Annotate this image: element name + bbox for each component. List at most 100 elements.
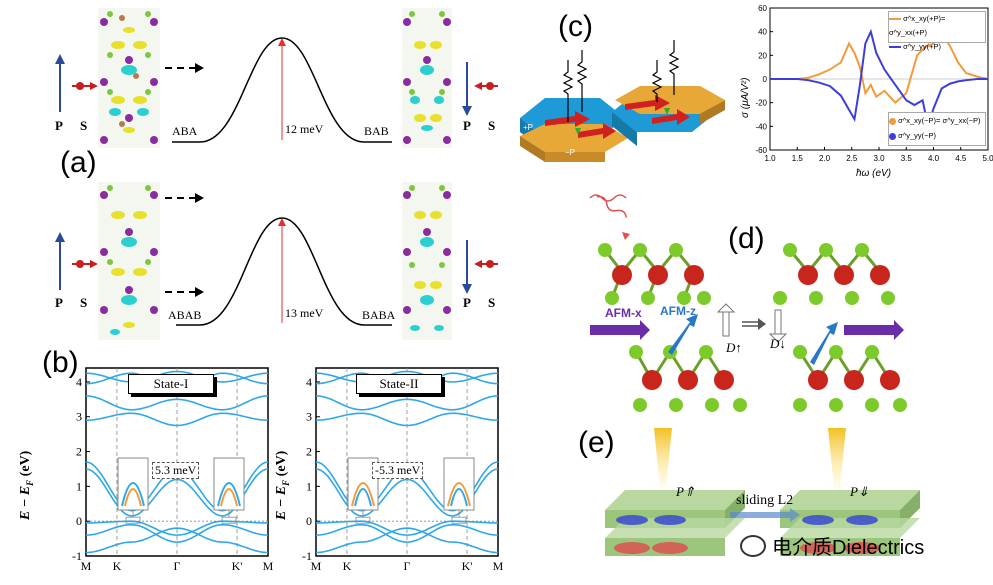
band-line (315, 395, 499, 411)
d-up-label: D↑ (726, 340, 742, 355)
y-tick-label: -40 (755, 122, 767, 131)
inset-band-lower (220, 488, 238, 507)
gap-label-state-1: 5.3 meV (152, 462, 200, 479)
S-label-top-left: S (80, 118, 88, 133)
S-label-bottom-left: S (80, 295, 88, 310)
stack-label-baba: BABA (362, 308, 396, 322)
y-tick-label: -20 (755, 99, 767, 108)
band-ytick-label: 3 (76, 410, 82, 424)
band-ytick-label: 3 (306, 410, 312, 424)
electron-flow-afm-x (590, 320, 904, 340)
inset-zoom-box (355, 516, 371, 524)
y-tick-label: 0 (763, 75, 768, 84)
x-tick-label: 2.0 (819, 154, 831, 163)
afm-z-label: AFM-z (660, 304, 696, 318)
stack-label-abab: ABAB (168, 308, 202, 322)
panel-c-label: (c) (558, 10, 593, 43)
band-xtick-label: K' (462, 559, 473, 573)
inset-band-lower (450, 488, 468, 507)
band-line (85, 523, 269, 543)
P-label-top-left: P (55, 118, 63, 133)
P-label-bottom-left: P (55, 295, 63, 310)
gap-label-state-2: -5.3 meV (372, 462, 424, 479)
inset-band-lower (354, 488, 372, 507)
y-tick-label: 20 (758, 51, 767, 60)
band-ytick-label: 2 (306, 445, 312, 459)
band-xtick-label: K (343, 559, 352, 573)
S-label-bottom-right: S (488, 295, 496, 310)
band-line (316, 520, 498, 536)
band-ytick-label: 0 (306, 514, 312, 528)
x-tick-label: 2.5 (846, 154, 858, 163)
legend-item-blue-plus: σ^y_yy(+P) (889, 40, 985, 54)
band-line (85, 370, 269, 383)
band-xtick-label: M (81, 559, 92, 573)
crystal-structure-bottom-left (98, 182, 160, 340)
x-tick-label: 1.5 (792, 154, 804, 163)
band-ytick-label: 0 (76, 514, 82, 528)
band-title-state-2: State-II (356, 374, 442, 394)
band-line (85, 527, 269, 554)
crystal-structure-top-right (402, 8, 452, 148)
stack-label-bab: BAB (364, 124, 389, 138)
series-line-0 (770, 32, 989, 105)
band-xtick-label: M (311, 559, 322, 573)
barrier-label-13mev: 13 meV (285, 306, 324, 320)
inset-band-upper (447, 482, 471, 507)
crystal-structure-bottom-right (402, 182, 452, 340)
panel-b-label: (b) (42, 346, 79, 379)
band-xtick-label: K' (232, 559, 243, 573)
band-line (315, 523, 499, 543)
band-ytick-label: -1 (72, 549, 82, 563)
minus-p-label-2: −P (716, 112, 727, 121)
stack-label-aba: ABA (172, 124, 198, 138)
plus-p-label-1: +P (523, 123, 534, 132)
polarization-arrows (55, 54, 498, 294)
band-xtick-label: M (493, 559, 504, 573)
inset-zoom-box (451, 516, 467, 524)
dashed-arrows (165, 67, 195, 293)
inset-band-upper (217, 482, 241, 507)
band-title-state-1: State-I (128, 374, 214, 394)
band-xtick-label: K (113, 559, 122, 573)
P-label-top-right: P (463, 118, 471, 133)
legend-bottom: σ^x_xy(−P)= σ^y_xx(−P) σ^y_yy(−P) (888, 112, 986, 146)
x-tick-label: 1.0 (764, 154, 776, 163)
inset-band-lower (124, 488, 142, 507)
y-tick-label: -60 (755, 146, 767, 155)
band-ytick-label: -1 (302, 549, 312, 563)
legend-item-orange-minus: σ^x_xy(−P)= σ^y_xx(−P) (889, 113, 985, 128)
x-tick-label: 4.0 (928, 154, 940, 163)
band-ytick-label: 1 (76, 479, 82, 493)
watermark: 电介质Dielectrics (740, 531, 924, 560)
x-tick-label: 3.0 (873, 154, 885, 163)
barrier-label-12mev: 12 meV (285, 122, 324, 136)
legend-item-orange-plus: σ^x_xy(+P)= σ^y_xx(+P) (889, 14, 946, 37)
band-xtick-label: Γ (404, 559, 411, 573)
crystal-structure-top-left (98, 8, 160, 148)
inset-zoom-box (221, 516, 237, 524)
p-down-label: P⇓ (850, 484, 869, 499)
legend-item-blue-minus: σ^y_yy(−P) (889, 128, 985, 143)
x-tick-label: 3.5 (901, 154, 913, 163)
wechat-icon (740, 534, 766, 557)
band-ytick-label: 1 (306, 479, 312, 493)
inset-band-upper (121, 482, 145, 507)
y-tick-label: 60 (758, 4, 767, 13)
band-line (315, 527, 499, 554)
band-xtick-label: Γ (174, 559, 181, 573)
band-ytick-label: 4 (76, 375, 82, 389)
band-line (85, 412, 269, 427)
electron-flow-afm-z (668, 314, 838, 365)
band-line (315, 412, 499, 427)
panel-d-label: (d) (728, 222, 765, 255)
minus-p-label-1: −P (565, 148, 576, 157)
band-line (85, 395, 269, 411)
band-ytick-label: 2 (76, 445, 82, 459)
band-line (315, 370, 499, 383)
